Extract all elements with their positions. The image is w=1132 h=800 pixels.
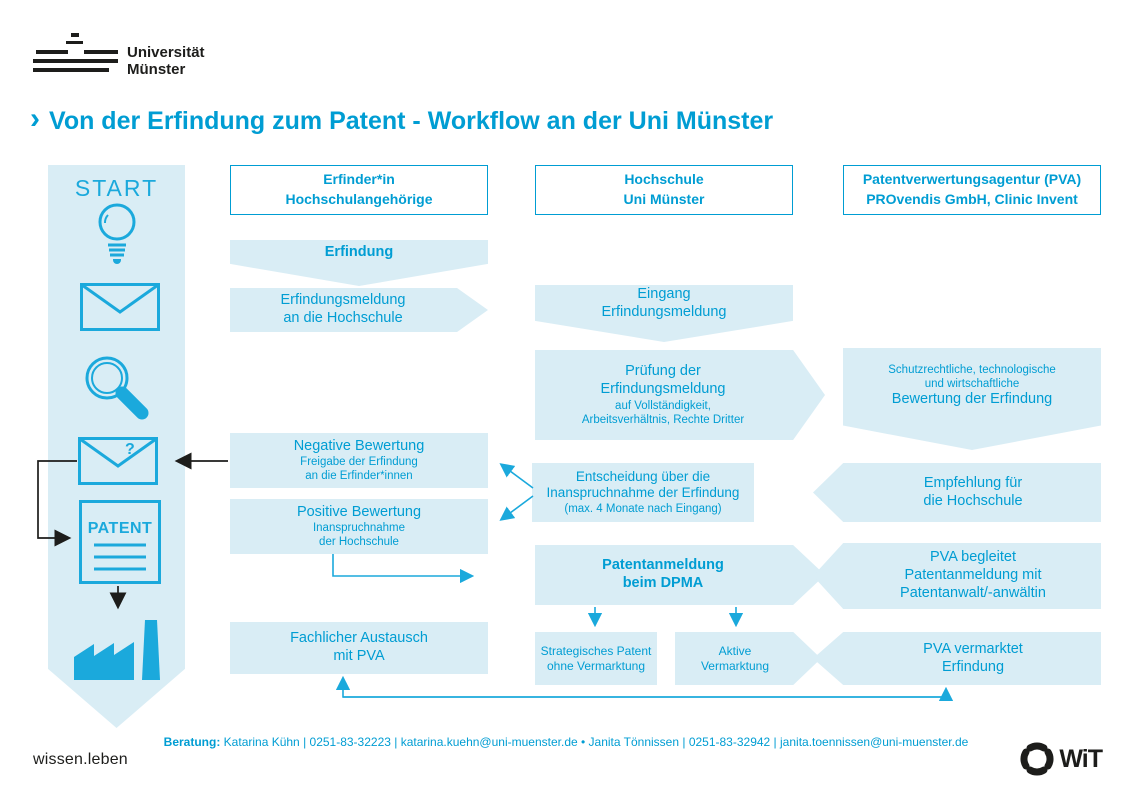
- arrow-to-pva-vermarktet: [343, 686, 954, 702]
- factory-icon: [72, 618, 168, 680]
- patent-document-icon: PATENT: [79, 500, 161, 584]
- box-line: die Hochschule: [923, 492, 1023, 509]
- wit-logo-text: WiT: [1059, 744, 1103, 773]
- box-line: Patentanwalt/-anwältin: [900, 584, 1046, 601]
- logo-bar: [71, 33, 79, 37]
- header-line: Erfinder*in: [323, 171, 395, 188]
- header-line: PROvendis GmbH, Clinic Invent: [866, 191, 1078, 207]
- university-name-line1: Universität: [127, 44, 205, 61]
- logo-bar: [33, 68, 109, 72]
- box-line: an die Hochschule: [283, 310, 403, 326]
- contact-label: Beratung:: [163, 735, 221, 749]
- box-strategisches-patent: Strategisches Patent ohne Vermarktung: [535, 632, 657, 685]
- box-pva-vermarktet: PVA vermarktet Erfindung: [813, 632, 1101, 685]
- box-line: Empfehlung für: [923, 474, 1023, 491]
- box-positive-bewertung: Positive Bewertung Inanspruchnahme der H…: [230, 499, 488, 554]
- box-subline: der Hochschule: [319, 536, 399, 549]
- start-column: START: [48, 165, 185, 728]
- box-line: Erfindungsmeldung: [280, 292, 406, 309]
- box-subline: an die Erfinder*innen: [305, 470, 413, 483]
- wit-pinwheel-icon: [1020, 742, 1054, 776]
- box-line: Prüfung der: [625, 363, 701, 380]
- box-line: mit PVA: [333, 648, 385, 664]
- box-title: Negative Bewertung: [293, 437, 425, 454]
- box-subline: und wirtschaftliche: [924, 378, 1020, 391]
- box-line: Aktive: [718, 643, 752, 658]
- box-title: Positive Bewertung: [296, 503, 422, 520]
- arrow-entscheidung-to-positive: [499, 495, 534, 521]
- box-line: Erfindung: [941, 658, 1005, 675]
- logo-bar: [36, 50, 68, 54]
- contact-footer: Beratung: Katarina Kühn | 0251-83-32223 …: [0, 735, 1132, 749]
- box-line: PVA vermarktet: [923, 640, 1023, 657]
- box-title: Bewertung der Erfindung: [891, 391, 1053, 408]
- logo-bar: [66, 41, 83, 44]
- header-line: Hochschule: [624, 171, 704, 188]
- header-line: Uni Münster: [623, 191, 705, 207]
- envelope-question-icon: ?: [78, 437, 158, 485]
- envelope-icon: [80, 283, 160, 331]
- box-fachlicher-austausch: Fachlicher Austausch mit PVA: [230, 622, 488, 674]
- box-line: Strategisches Patent: [540, 643, 652, 658]
- box-title: Erfindung: [324, 244, 394, 261]
- wit-logo: WiT: [1020, 742, 1103, 776]
- box-pva-begleitet: PVA begleitet Patentanmeldung mit Patent…: [813, 543, 1101, 609]
- box-bewertung: Schutzrechtliche, technologische und wir…: [843, 348, 1101, 450]
- box-erfindung: Erfindung: [230, 240, 488, 286]
- logo-bar: [84, 50, 118, 54]
- box-subline: Inanspruchnahme: [312, 522, 406, 535]
- header-line: Patentverwertungsagentur (PVA): [862, 171, 1082, 188]
- page-title: › Von der Erfindung zum Patent - Workflo…: [30, 102, 774, 136]
- university-name: Universität Münster: [127, 44, 205, 78]
- magnifier-icon: [80, 352, 154, 424]
- box-line: ohne Vermarktung: [546, 658, 646, 673]
- box-empfehlung: Empfehlung für die Hochschule: [813, 463, 1101, 522]
- column-header-erfinder: Erfinder*in Hochschulangehörige: [230, 165, 488, 215]
- header-line: Hochschulangehörige: [285, 191, 433, 207]
- box-pruefung: Prüfung der Erfindungsmeldung auf Vollst…: [535, 350, 825, 440]
- box-entscheidung: Entscheidung über die Inanspruchnahme de…: [532, 463, 754, 522]
- lightbulb-icon: [89, 200, 145, 266]
- column-header-hochschule: Hochschule Uni Münster: [535, 165, 793, 215]
- box-erfindungsmeldung: Erfindungsmeldung an die Hochschule: [230, 288, 488, 332]
- logo-bar: [33, 59, 118, 63]
- box-aktive-vermarktung: Aktive Vermarktung: [675, 632, 821, 685]
- box-line: Erfindungsmeldung: [600, 380, 726, 397]
- box-subline: Freigabe der Erfindung: [300, 456, 418, 469]
- column-header-pva: Patentverwertungsagentur (PVA) PROvendis…: [843, 165, 1101, 215]
- box-line: Erfindungsmeldung: [601, 303, 727, 320]
- box-subline: Schutzrechtliche, technologische: [888, 364, 1056, 377]
- box-subline: auf Vollständigkeit,: [615, 399, 711, 412]
- box-subline: Arbeitsverhältnis, Rechte Dritter: [581, 413, 745, 426]
- box-eingang: Eingang Erfindungsmeldung: [535, 285, 793, 342]
- box-line: Entscheidung über die: [575, 469, 711, 485]
- arrow-entscheidung-to-negative: [499, 463, 534, 489]
- svg-text:?: ?: [125, 441, 135, 458]
- university-name-line2: Münster: [127, 61, 186, 78]
- contact-text: Katarina Kühn | 0251-83-32223 | katarina…: [220, 735, 969, 749]
- patent-label: PATENT: [88, 520, 153, 537]
- start-label: START: [74, 175, 159, 201]
- box-line: PVA begleitet: [930, 549, 1016, 566]
- wissen-leben-claim: wissen.leben: [33, 751, 128, 768]
- arrow-positive-to-patentanmeldung: [332, 554, 475, 584]
- box-patentanmeldung: Patentanmeldung beim DPMA: [535, 545, 825, 605]
- box-line: Patentanmeldung mit: [904, 567, 1042, 584]
- box-line: Eingang: [637, 285, 691, 302]
- box-negative-bewertung: Negative Bewertung Freigabe der Erfindun…: [230, 433, 488, 488]
- chevron-right-icon: ›: [30, 102, 40, 135]
- box-line: Inanspruchnahme der Erfindung: [546, 485, 740, 501]
- box-line: beim DPMA: [622, 575, 704, 591]
- box-subline: (max. 4 Monate nach Eingang): [564, 502, 722, 515]
- box-line: Patentanmeldung: [602, 557, 724, 574]
- box-line: Vermarktung: [700, 658, 770, 673]
- page-title-text: Von der Erfindung zum Patent - Workflow …: [49, 106, 774, 135]
- box-line: Fachlicher Austausch: [290, 630, 428, 647]
